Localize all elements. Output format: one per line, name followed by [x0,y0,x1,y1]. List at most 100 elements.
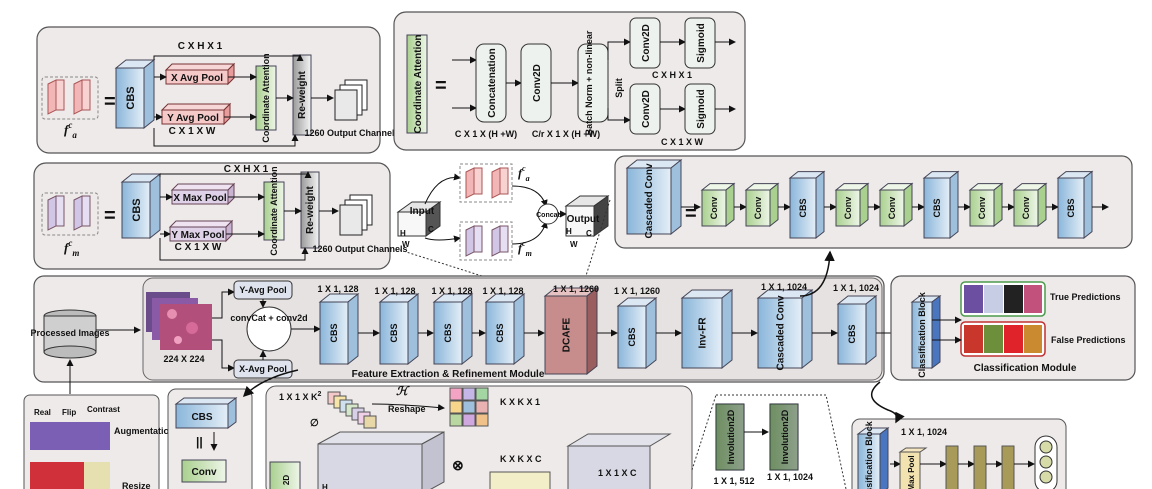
svg-text:Feature Extraction & Refinemen: Feature Extraction & Refinement Module [352,369,545,380]
dim-label: 1 X 1, 128 [374,286,415,296]
svg-text:ℋ: ℋ [396,384,410,398]
conv2d-bottom-block: Conv2D [629,83,661,135]
cbs-block: CBS [1056,170,1094,240]
augmented-image [30,422,110,450]
svg-text:1 X 1, 1024: 1 X 1, 1024 [767,472,813,482]
cbs-block: CBS [318,292,360,366]
svg-text:CBS: CBS [125,86,137,109]
svg-text:Resize: Resize [122,481,151,489]
classification-panel: Classification Block True Predictions Fa… [890,275,1136,381]
svg-text:Conv2D: Conv2D [532,64,543,102]
cascaded-conv-block: Cascaded Conv [756,288,814,371]
svg-text:Cascaded Conv: Cascaded Conv [644,163,655,238]
fca-label: fca [64,120,77,140]
sigmoid-top-block: Sigmoid [684,17,716,69]
y-max-pool-block: Y Max Pool [168,219,234,243]
coord-avg-panel: = CBS C X H X 1 C X 1 X W X Avg Pool Y A… [36,26,400,154]
svg-text:W: W [570,240,578,249]
fca-feature-group [41,76,99,120]
svg-text:Y-Avg Pool: Y-Avg Pool [239,285,286,295]
svg-text:Split: Split [614,78,624,98]
fusion-section: Input H W C fca fcm Concat Output H W C [396,163,611,297]
dim-label: 1 X 1, 1260 [553,284,599,294]
classification-detail-panel: Classification Block 1 X 1, 1024 Max Poo… [851,381,1067,489]
svg-text:Flip: Flip [62,408,76,417]
conv-block: Conv [744,182,780,228]
coord-max-panel: = CBS C X H X 1 C X 1 X W X Max Pool Y M… [33,162,408,270]
svg-text:Cascaded Conv: Cascaded Conv [776,295,787,370]
svg-text:C X 1 X W: C X 1 X W [175,242,222,253]
svg-text:True Predictions: True Predictions [1050,292,1121,302]
cbs-conv-panel: CBS || Conv [167,388,253,489]
conv2d-block: Conv2D [520,43,552,123]
cascaded-conv-main-block: Cascaded Conv [625,158,683,239]
svg-text:Concatenation: Concatenation [487,48,498,117]
output-cube [564,195,610,237]
svg-text:CBS: CBS [1066,198,1076,217]
cbs-block: CBS [836,294,878,366]
svg-text:False Predictions: False Predictions [1051,335,1126,345]
svg-text:Conv: Conv [709,197,719,220]
true-predictions-images [960,281,1046,317]
svg-text:C X H X 1: C X H X 1 [652,70,692,80]
svg-text:Re-weight: Re-weight [305,185,316,233]
svg-text:Re-weight: Re-weight [297,70,308,118]
y-avg-pool-node: Y-Avg Pool [233,280,293,300]
svg-text:H: H [400,229,406,238]
svg-text:Conv: Conv [753,197,763,220]
svg-text:H: H [566,227,572,236]
svg-text:Max Pool: Max Pool [907,455,916,489]
svg-text:Coordinate Attention: Coordinate Attention [269,166,279,255]
svg-text:Processed Images: Processed Images [30,328,109,338]
equals-sign: = [104,91,116,113]
kernel-stack [327,391,377,429]
svg-text:Conv: Conv [843,197,853,220]
svg-text:fcm: fcm [518,239,532,258]
svg-text:X Max Pool: X Max Pool [173,193,227,204]
svg-text:1260 Output Channels: 1260 Output Channels [312,244,407,254]
svg-text:Real: Real [34,408,51,417]
coordinate-attention-title-block: Coordinate Attention [406,34,428,134]
conv2d-top-block: Conv2D [629,17,661,69]
svg-text:Involution2D: Involution2D [780,409,790,464]
convcat-node: convCat + conv2d [230,306,308,352]
output-stack [339,194,373,236]
svg-text:Classification Module: Classification Module [974,363,1077,374]
processed-images-db: Processed Images [30,309,110,359]
svg-text:=: = [685,203,697,225]
svg-text:1 X 1, 512: 1 X 1, 512 [713,476,754,486]
svg-text:CBS: CBS [847,324,857,343]
svg-text:Coordinate Attention: Coordinate Attention [413,34,424,133]
svg-text:fca: fca [518,164,530,183]
batchnorm-block: Batch Norm + non-linear [577,30,609,135]
x-max-pool-block: X Max Pool [170,182,236,206]
svg-text:Inv-FR: Inv-FR [698,317,709,349]
svg-text:CBS: CBS [932,198,942,217]
svg-text:Coordinate Attention: Coordinate Attention [261,53,271,142]
svg-text:H: H [322,483,328,489]
svg-text:CBS: CBS [329,323,339,342]
output-label: 1260 Output Channels [304,128,399,138]
svg-text:C: C [428,225,434,234]
sigmoid-bottom-block: Sigmoid [684,83,716,135]
augmentation-panel: Real Flip Contrast Augmentation Resize [23,359,175,489]
svg-text:Classification Block: Classification Block [917,291,927,378]
dcafe-block: DCAFE [543,286,599,376]
svg-text:1 X 1, 1024: 1 X 1, 1024 [901,427,947,437]
conv-block: Conv [1012,182,1048,228]
svg-text:CBS: CBS [495,323,505,342]
svg-text:Sigmoid: Sigmoid [696,89,707,128]
svg-text:=: = [104,205,116,227]
svg-text:||: || [196,435,203,449]
coord-detail-panel: Coordinate Attention = Concatenation Con… [393,11,746,151]
svg-text:CBS: CBS [389,323,399,342]
svg-text:Conv: Conv [1021,197,1031,220]
conv-block: Conv [878,182,914,228]
dim-label: 1 X 1, 128 [482,286,523,296]
dim-label: C X H X 1 [178,41,223,52]
involution-blocks: Involution2D Involution2D 1 X 1, 512 1 X… [691,394,847,489]
svg-text:1 X 1 X C: 1 X 1 X C [598,468,637,478]
